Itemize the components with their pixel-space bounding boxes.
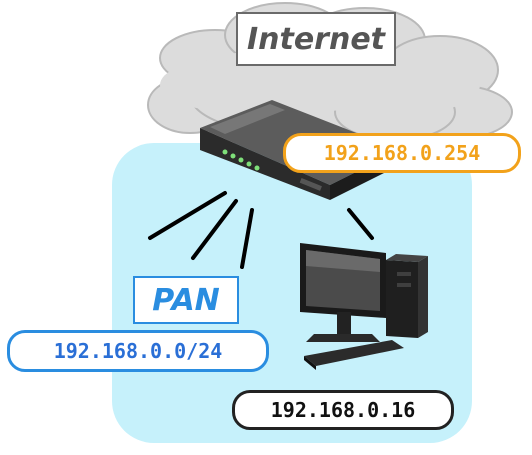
- link-line-2: [191, 199, 238, 260]
- desktop-computer-icon: [300, 243, 428, 370]
- internet-label: Internet: [236, 12, 396, 66]
- subnet-label: 192.168.0.0/24: [7, 330, 269, 372]
- link-line-1: [148, 191, 227, 240]
- computer-ip-label: 192.168.0.16: [232, 390, 454, 430]
- router-ip-label: 192.168.0.254: [283, 133, 521, 173]
- connection-lines: [148, 191, 374, 269]
- link-line-4: [347, 208, 374, 240]
- pan-label: PAN: [133, 276, 239, 324]
- link-line-3: [240, 208, 254, 269]
